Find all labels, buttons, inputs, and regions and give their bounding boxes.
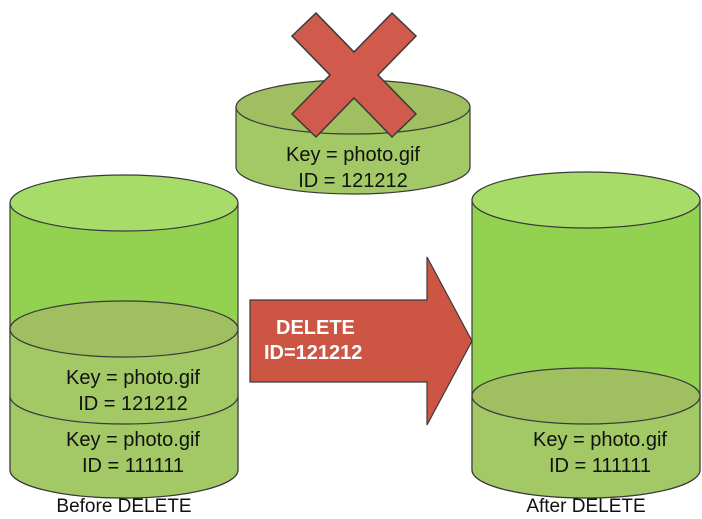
delete-arrow: DELETE ID=121212 bbox=[249, 256, 473, 426]
after-caption: After DELETE bbox=[526, 496, 645, 517]
before-object-2-id: ID = 111111 bbox=[82, 455, 184, 477]
bucket-before: Key = photo.gif ID = 121212 Key = photo.… bbox=[9, 174, 239, 499]
before-caption: Before DELETE bbox=[56, 496, 191, 517]
delete-arrow-line2: ID=121212 bbox=[264, 342, 362, 364]
delete-arrow-line1: DELETE bbox=[276, 317, 355, 339]
before-object-2-key: Key = photo.gif bbox=[66, 429, 200, 451]
after-object-111111-top bbox=[471, 367, 701, 425]
bucket-before-top bbox=[9, 174, 239, 232]
bucket-after-top bbox=[471, 171, 701, 229]
deleted-object-id: ID = 121212 bbox=[298, 170, 408, 192]
before-object-121212-top bbox=[9, 300, 239, 358]
before-object-1-id: ID = 121212 bbox=[78, 393, 188, 415]
deleted-object-key: Key = photo.gif bbox=[286, 144, 420, 166]
before-object-111111 bbox=[9, 395, 239, 499]
after-object-id: ID = 111111 bbox=[549, 455, 651, 477]
after-object-key: Key = photo.gif bbox=[533, 429, 667, 451]
before-object-1-key: Key = photo.gif bbox=[66, 367, 200, 389]
bucket-after: Key = photo.gif ID = 111111 bbox=[471, 171, 701, 499]
after-object-111111 bbox=[471, 395, 701, 499]
cross-icon bbox=[290, 11, 418, 139]
